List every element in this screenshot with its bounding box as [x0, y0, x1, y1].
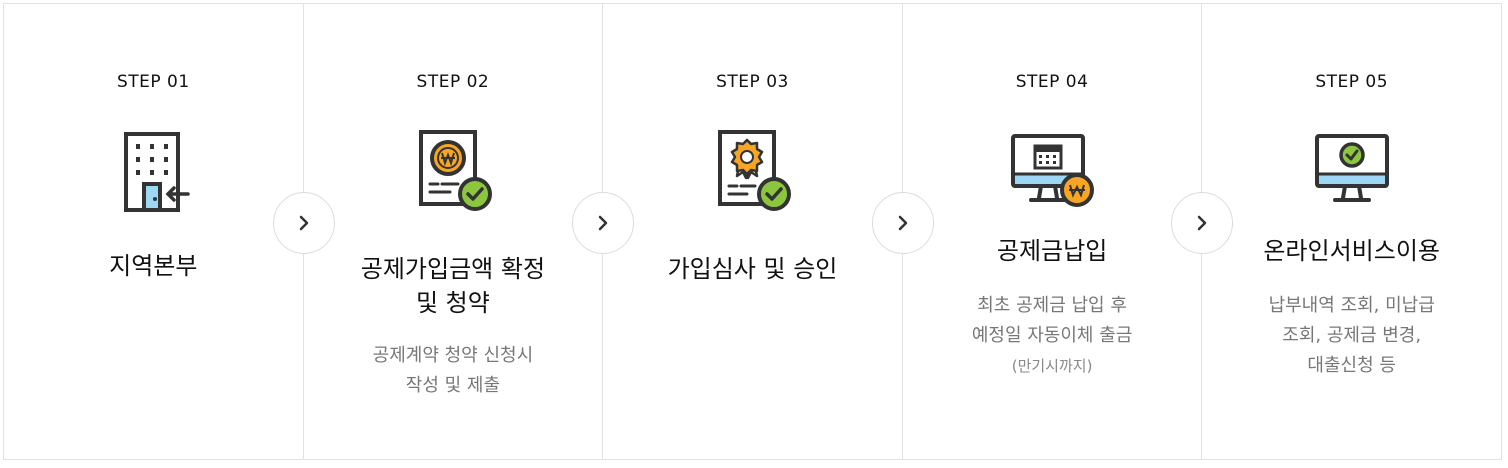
process-steps: STEP 01 지역본부 STEP 02	[3, 3, 1502, 460]
certificate-badge-check-icon	[718, 130, 792, 211]
step-title: 가입심사 및 승인	[667, 255, 838, 283]
step-title: 지역본부	[109, 252, 198, 280]
step-5: STEP 05 온라인서비스이용 납부내역 조회, 미납급 조회, 공제금 변경…	[1202, 4, 1501, 459]
step-label: STEP 05	[1315, 72, 1389, 92]
step-title: 공제금납입	[996, 237, 1108, 265]
step-title: 공제가입금액 확정 및 청약	[360, 255, 546, 317]
next-arrow-icon	[272, 192, 335, 254]
step-description: 납부내역 조회, 미납급 조회, 공제금 변경, 대출신청 등	[1268, 295, 1435, 376]
next-arrow-icon	[1171, 192, 1234, 254]
step-label: STEP 01	[116, 72, 190, 92]
step-1: STEP 01 지역본부	[4, 4, 335, 459]
next-arrow-icon	[572, 192, 635, 254]
next-arrow-icon	[871, 192, 934, 254]
step-3: STEP 03 가입심사 및 승인	[603, 4, 934, 459]
step-description: 공제계약 청약 신청시 작성 및 제출	[372, 345, 534, 396]
step-2: STEP 02 공제가입금액 확정 및 청약 공제계약 청약 신청시 작성 및 …	[304, 4, 635, 459]
building-entrance-icon	[124, 132, 191, 212]
step-label: STEP 03	[716, 72, 789, 92]
certificate-won-check-icon	[418, 130, 492, 211]
step-label: STEP 04	[1015, 72, 1089, 92]
monitor-check-icon	[1314, 134, 1389, 202]
step-note: (만기시까지)	[1011, 357, 1093, 375]
step-description: 최초 공제금 납입 후 예정일 자동이체 출금 (만기시까지)	[903, 291, 1202, 381]
step-title: 온라인서비스이용	[1263, 237, 1440, 265]
step-4: STEP 04 공제금납입 최초 공제금 납입 후 예정일 자동이체 출금 (만…	[903, 4, 1234, 459]
monitor-calendar-won-icon	[1011, 134, 1095, 207]
step-label: STEP 02	[416, 72, 490, 92]
